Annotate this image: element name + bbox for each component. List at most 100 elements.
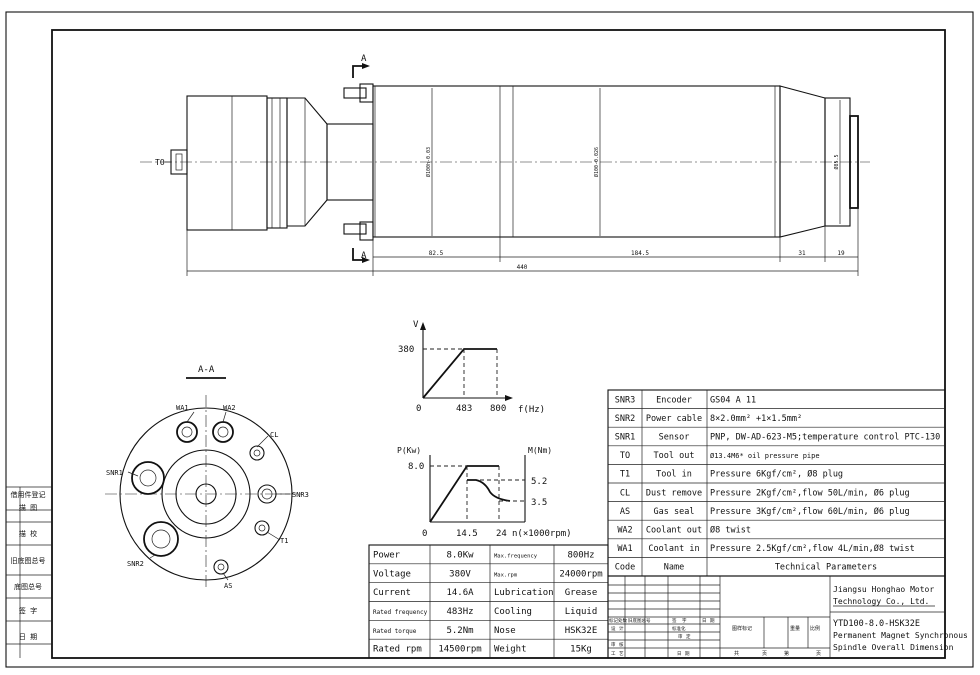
tech-cell-0-2: GS04 A 11: [710, 395, 756, 405]
spec-cell-4-2: Nose: [494, 626, 516, 636]
pc-x-24: 24: [496, 529, 507, 539]
tech-cell-0-0: SNR3: [615, 395, 635, 405]
label-wa2: WA2: [223, 404, 236, 412]
pc-x-14-5: 14.5: [456, 529, 478, 539]
spec-cell-3-0: Rated frequency: [373, 609, 428, 616]
desc-line1: Permanent Magnet Synchronous: [833, 631, 968, 640]
spec-cell-5-0: Rated rpm: [373, 645, 422, 655]
tb-small-17: 工: [611, 651, 616, 657]
tb-small-10: 审: [678, 633, 683, 640]
spec-cell-1-2: Max.rpm: [494, 572, 518, 578]
tb-small-7: 设: [611, 625, 616, 632]
spec-cell-5-2: Weight: [494, 645, 527, 655]
dia-right: Ø85.5: [833, 154, 840, 169]
tech-cell-0-1: Encoder: [656, 395, 692, 405]
dia-mid: Ø100-0.026: [593, 147, 600, 177]
spec-cell-5-3: 15Kg: [570, 645, 592, 655]
tb-small-21: 共: [734, 650, 739, 657]
spec-cell-1-1: 380V: [449, 569, 471, 579]
left-strip: 借用件登记 描 图 描 校 旧底图总号 底图总号 签 字 日 期: [6, 486, 52, 658]
strip-label-0: 借用件登记: [11, 490, 46, 499]
tech-cell-1-0: SNR2: [615, 414, 635, 424]
spec-cell-0-0: Power: [373, 550, 401, 560]
spec-cell-4-1: 5.2Nm: [446, 626, 473, 636]
tech-cell-3-0: TO: [620, 451, 630, 461]
pc-x-0: 0: [422, 529, 427, 539]
tb-small-16: 核: [619, 641, 624, 648]
vf-x-483: 483: [456, 404, 472, 414]
label-snr1: SNR1: [106, 469, 123, 477]
tech-header-1: Name: [664, 563, 684, 573]
spec-cell-1-0: Voltage: [373, 569, 411, 579]
section-title: A-A: [198, 365, 215, 375]
tb-small-9: 标准化: [672, 625, 686, 632]
vf-f-axis: f(Hz): [518, 405, 545, 415]
spec-cell-3-1: 483Hz: [446, 607, 473, 617]
label-snr2: SNR2: [127, 560, 144, 568]
tech-cell-3-2: Ø13.4M6* oil pressure pipe: [710, 452, 820, 460]
tb-small-14: 比例: [810, 625, 820, 632]
tech-cell-7-2: Ø8 twist: [710, 525, 751, 536]
spec-cell-3-3: Liquid: [565, 607, 598, 617]
tech-cell-5-2: Pressure 2Kgf/cm²,flow 50L/min, Ø6 plug: [710, 487, 910, 498]
strip-label-6: 日 期: [19, 633, 37, 641]
tech-cell-7-0: WA2: [617, 526, 632, 536]
desc-line2: Spindle Overall Dimension: [833, 643, 954, 652]
pc-y-8: 8.0: [408, 462, 424, 472]
tb-small-11: 定: [686, 633, 691, 640]
torque-curve: [467, 479, 511, 502]
tb-small-4: 字: [682, 617, 687, 624]
section-mark-bottom: A: [361, 251, 367, 261]
tech-cell-2-2: PNP, DW-AD-623-M5;temperature control PT…: [710, 433, 940, 443]
vf-y-380: 380: [398, 345, 414, 355]
tech-cell-6-1: Gas seal: [654, 507, 695, 517]
spec-cell-0-1: 8.0Kw: [446, 550, 474, 560]
pc-m-axis: M(Nm): [528, 446, 552, 455]
tech-cell-1-1: Power cable: [646, 414, 702, 424]
tech-cell-2-1: Sensor: [659, 433, 690, 443]
tech-cell-5-1: Dust remove: [646, 488, 702, 498]
tb-small-23: 第: [784, 650, 789, 657]
spec-cell-5-1: 14500rpm: [438, 645, 481, 655]
dim-184-5: 184.5: [631, 250, 649, 257]
side-view: TO A A Ø100h-0.03 Ø100-0.026 Ø85.5: [140, 54, 870, 276]
tb-small-0: 标记: [609, 617, 618, 624]
tech-cell-8-0: WA1: [617, 544, 632, 554]
dim-82-5: 82.5: [429, 250, 444, 257]
dim-440: 440: [517, 264, 528, 271]
pc-y-3-5: 3.5: [531, 498, 547, 508]
tb-small-24: 页: [816, 651, 821, 657]
spec-cell-2-3: Grease: [565, 588, 598, 598]
vf-v-axis: V: [413, 320, 419, 330]
power-curve: [429, 465, 499, 523]
spec-cell-0-3: 800Hz: [567, 550, 594, 560]
tb-small-15: 审: [611, 641, 616, 648]
strip-label-2: 描 校: [19, 529, 37, 538]
label-snr3: SNR3: [292, 491, 309, 499]
tb-small-20: 期: [685, 651, 690, 657]
tb-small-5: 日: [702, 618, 707, 624]
label-as: AS: [224, 582, 232, 590]
tech-cell-4-1: Tool in: [656, 470, 692, 480]
tech-cell-1-2: 8×2.0mm² +1×1.5mm²: [710, 414, 802, 424]
label-cl: CL: [270, 431, 278, 439]
tb-small-1: 处数: [618, 617, 627, 624]
pc-p-axis: P(Kw): [397, 446, 421, 455]
strip-label-3: 旧底图总号: [11, 556, 46, 565]
tb-small-3: 签: [672, 617, 677, 624]
tech-cell-4-0: T1: [620, 470, 630, 480]
tech-cell-7-1: Coolant out: [646, 526, 702, 536]
power-chart: P(Kw) M(Nm) 8.0 5.2 3.5 0 14.5 24 n(×100…: [397, 446, 572, 539]
tech-cell-8-1: Coolant in: [648, 544, 699, 554]
tech-header-0: Code: [615, 563, 635, 573]
dim-31: 31: [798, 250, 806, 257]
title-block: 标记 处数 旧底图总号 签 字 日 期 设 计 标准化 审 定 图样标记 重量 …: [607, 575, 968, 659]
dim-19: 19: [837, 250, 845, 257]
tech-header-2: Technical Parameters: [775, 563, 877, 573]
tech-table: SNR3 Encoder GS04 A 11 SNR2 Power cable 8×2.0…: [607, 389, 946, 577]
tb-small-19: 日: [677, 651, 682, 657]
section-view: A-A WA1 WA2 CL SNR1 SNR3 T1 SNR2 AS: [105, 365, 309, 590]
model-name: YTD100-8.0-HSK32E: [833, 619, 920, 629]
outer-frame: [5, 11, 974, 668]
company-line1: Jiangsu Honghao Motor: [833, 585, 934, 594]
